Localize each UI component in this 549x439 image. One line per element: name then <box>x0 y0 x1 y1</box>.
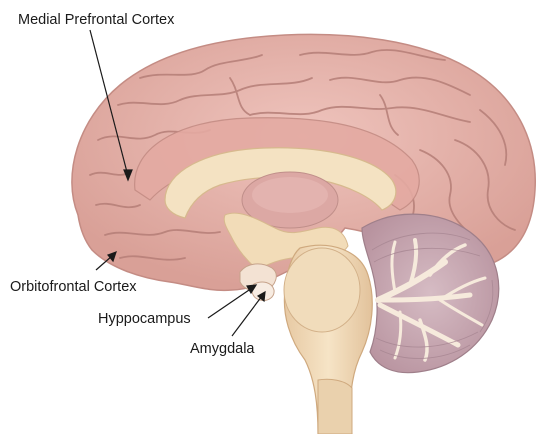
label-medial-prefrontal-cortex: Medial Prefrontal Cortex <box>18 13 174 28</box>
label-amygdala: Amygdala <box>190 342 254 357</box>
label-orbitofrontal-cortex: Orbitofrontal Cortex <box>10 280 137 295</box>
arrow-amygdala <box>232 296 262 336</box>
pons <box>284 248 360 332</box>
arrow-hippocampus <box>208 288 252 318</box>
spinal-cord <box>318 379 352 434</box>
label-hippocampus: Hyppocampus <box>98 312 191 327</box>
